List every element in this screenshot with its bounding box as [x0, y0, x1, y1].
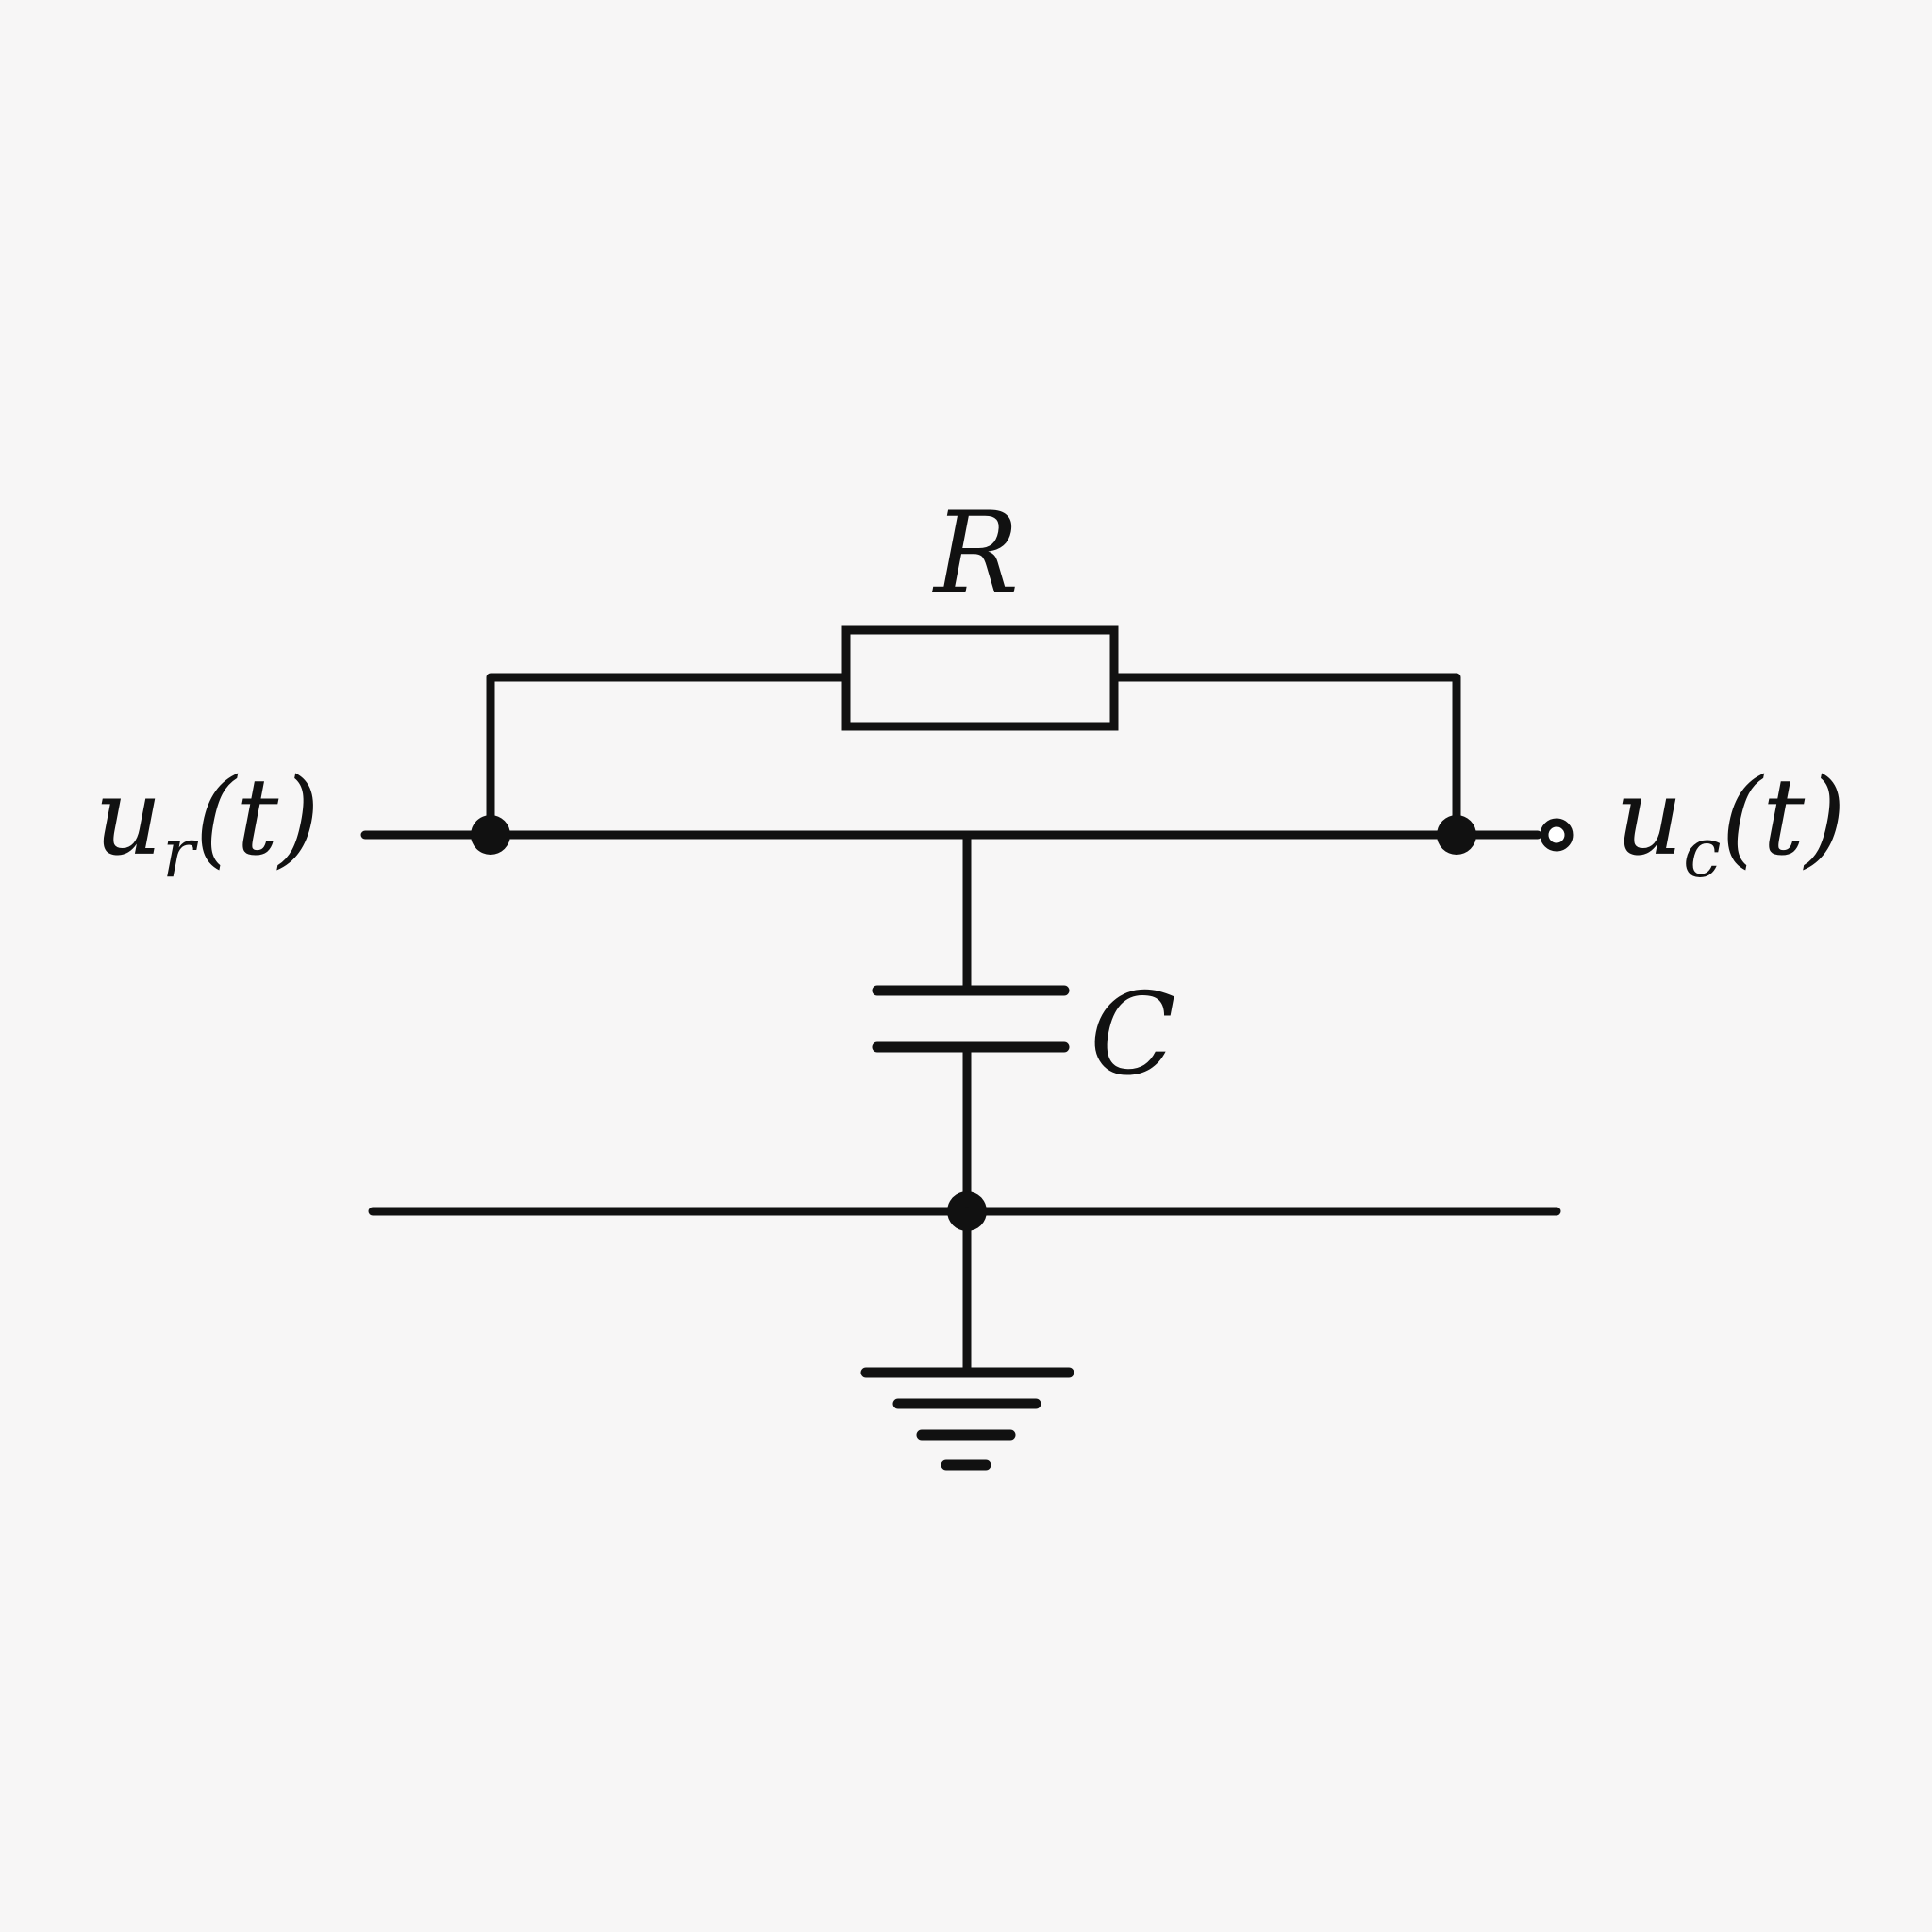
output-terminal	[1540, 818, 1574, 852]
resistor-label: R	[932, 489, 1019, 620]
resistor-right-lead	[1109, 673, 1461, 840]
input-symbol: u	[94, 757, 162, 879]
output-voltage-label: uc(t)	[1615, 757, 1846, 892]
output-junction-dot	[1437, 815, 1476, 855]
input-junction-dot	[471, 815, 510, 855]
input-subscript: r	[162, 813, 198, 892]
output-argument: (t)	[1721, 757, 1845, 879]
resistor-left-lead	[486, 673, 851, 840]
capacitor-label: C	[1090, 970, 1176, 1101]
ground-icon	[860, 1367, 1074, 1471]
output-subscript: c	[1683, 813, 1721, 892]
resistor-symbol	[841, 625, 1119, 731]
output-symbol: u	[1615, 757, 1683, 879]
input-voltage-label: ur(t)	[94, 757, 320, 892]
input-argument: (t)	[195, 757, 320, 879]
